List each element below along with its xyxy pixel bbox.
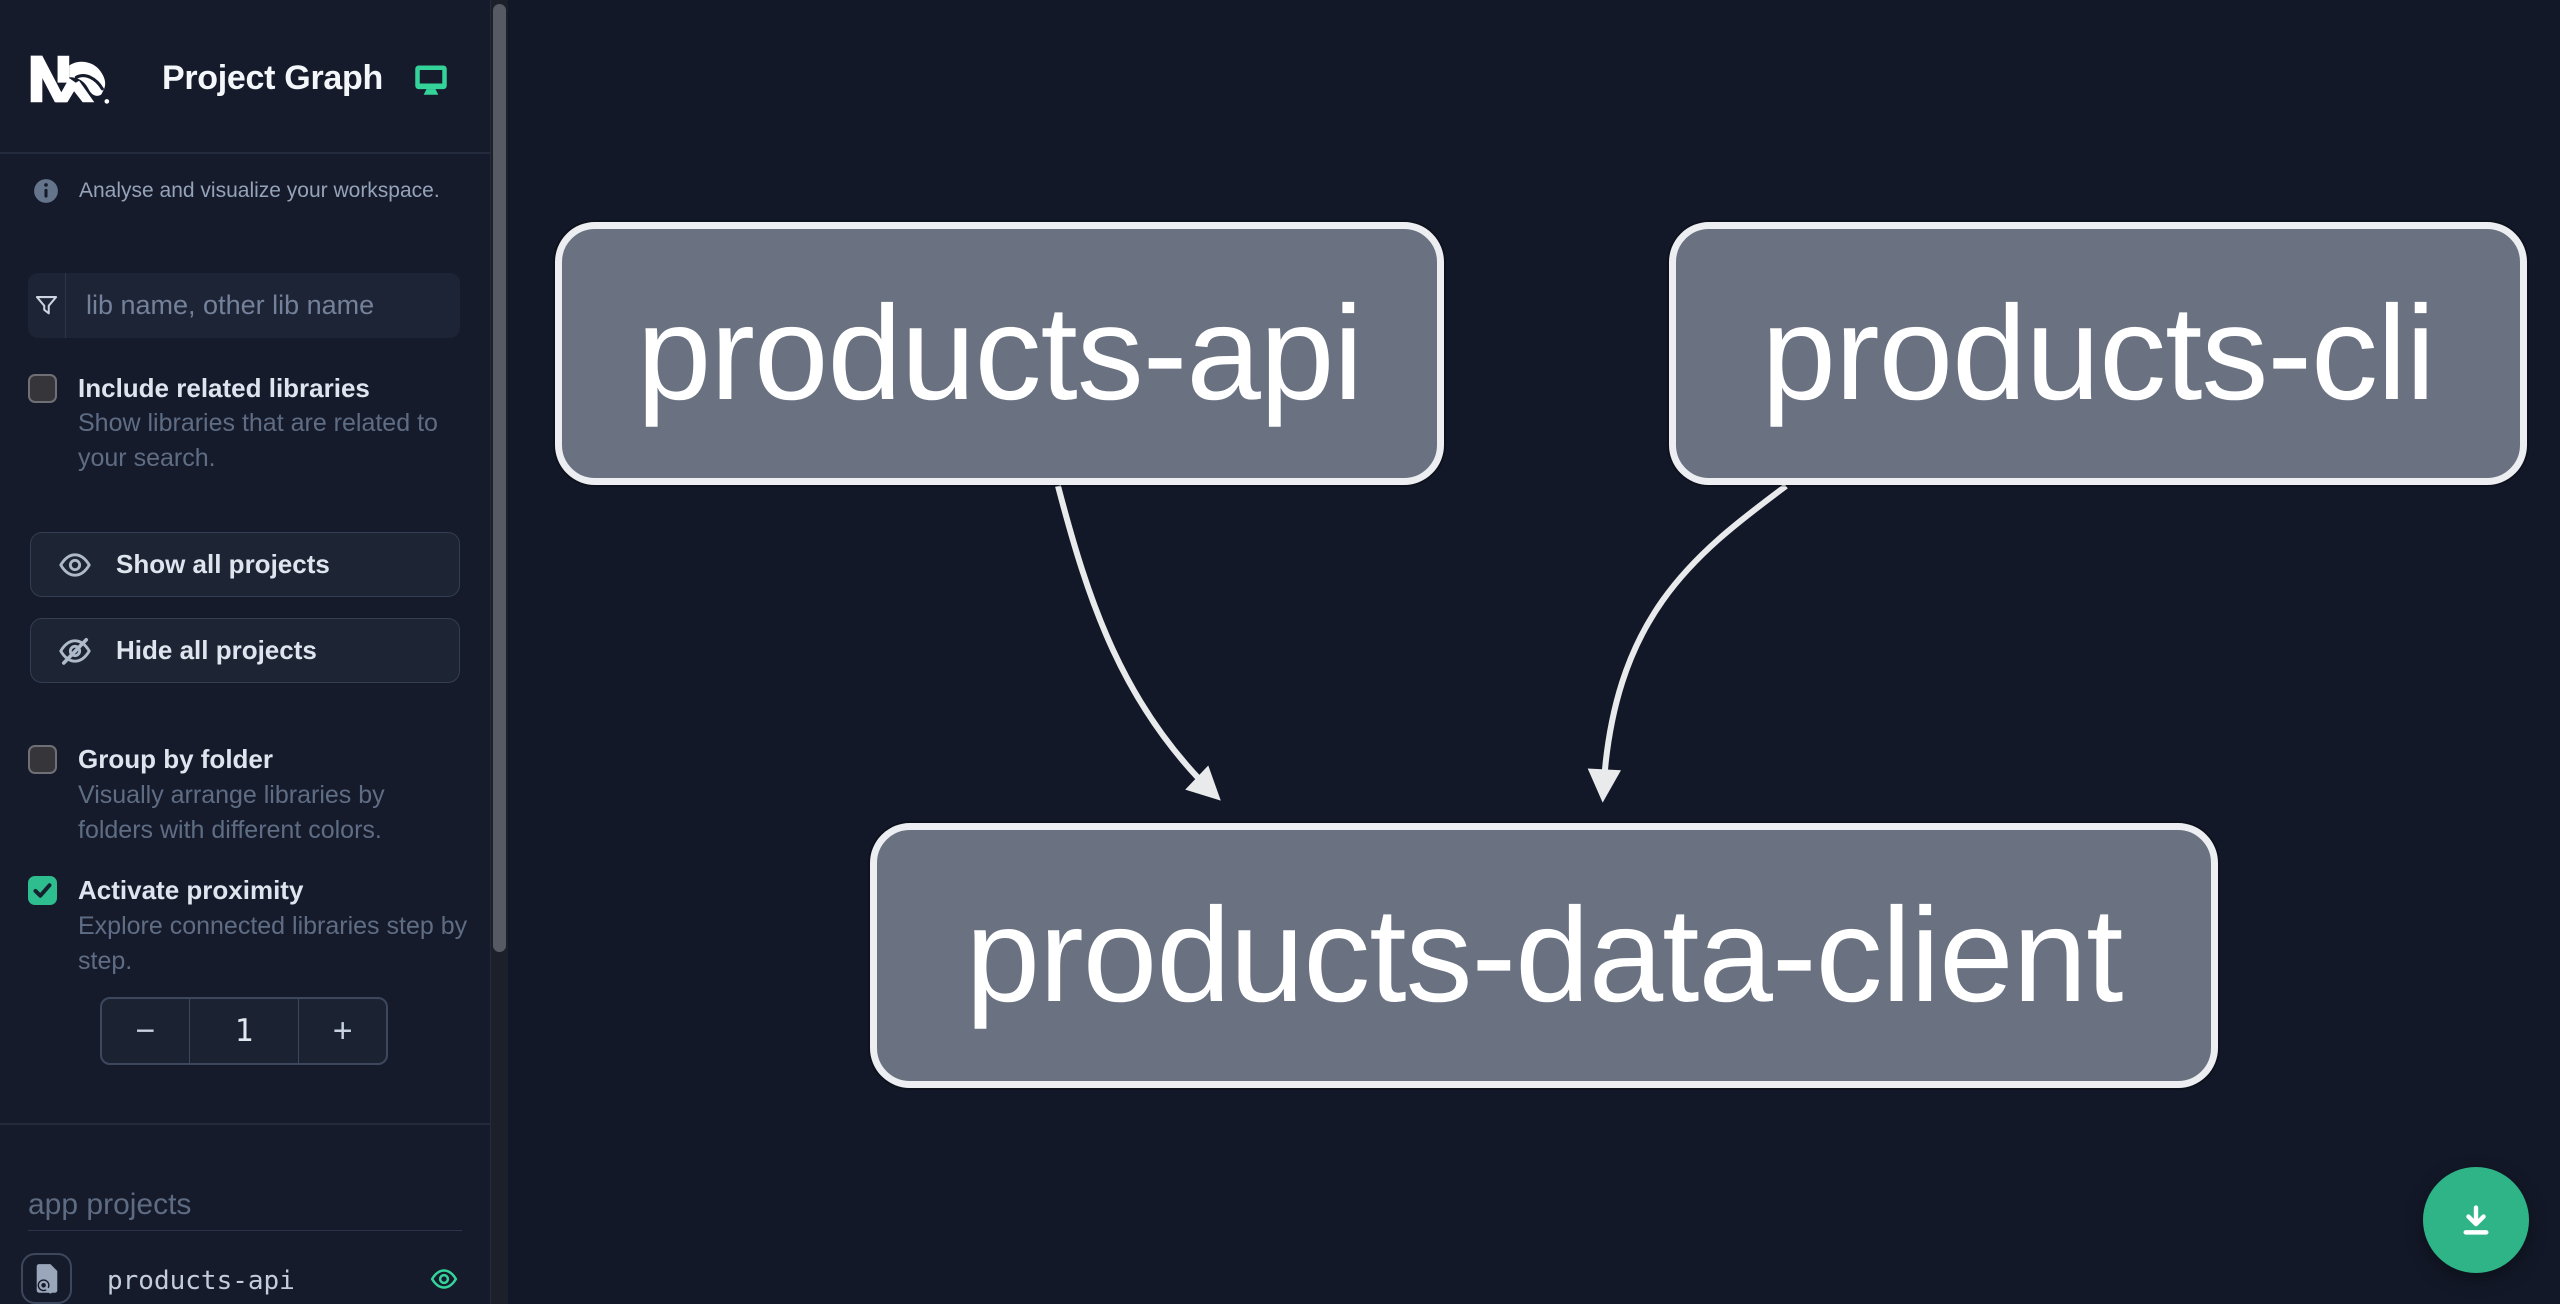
node-label: products-cli: [1761, 279, 2435, 428]
workspace-tagline: Analyse and visualize your workspace.: [33, 178, 473, 204]
hide-all-projects-button[interactable]: Hide all projects: [30, 618, 460, 683]
graph-node-products-cli[interactable]: products-cli: [1669, 222, 2527, 485]
graph-node-products-data-client[interactable]: products-data-client: [870, 823, 2218, 1088]
project-list-divider: [0, 1123, 508, 1125]
focus-project-button[interactable]: [21, 1253, 72, 1304]
activate-proximity-description: Explore connected libraries step by step…: [78, 912, 468, 975]
project-doc-icon: [36, 1263, 57, 1294]
include-related-checkbox[interactable]: [28, 374, 57, 403]
sidebar-scrollbar-thumb[interactable]: [493, 4, 506, 952]
sidebar-scrollbar-track: [490, 0, 508, 1304]
show-all-projects-button[interactable]: Show all projects: [30, 532, 460, 597]
filter-icon-cell: [28, 273, 66, 338]
activate-proximity-label[interactable]: Activate proximity: [78, 875, 304, 905]
proximity-stepper: − 1 +: [100, 997, 388, 1065]
download-graph-button[interactable]: [2423, 1167, 2529, 1273]
proximity-increment-button[interactable]: +: [298, 999, 386, 1063]
project-name: products-api: [107, 1266, 295, 1296]
include-related-label[interactable]: Include related libraries: [78, 373, 370, 403]
page-title: Project Graph: [162, 59, 383, 97]
sidebar: Project Graph Analyse and visualize your…: [0, 0, 508, 1304]
library-filter: [28, 273, 460, 338]
filter-input[interactable]: [66, 273, 460, 338]
funnel-icon: [35, 296, 58, 315]
monitor-icon[interactable]: [413, 61, 449, 97]
show-all-projects-label: Show all projects: [116, 549, 330, 579]
node-label: products-api: [636, 279, 1363, 428]
hide-all-projects-label: Hide all projects: [116, 635, 317, 665]
download-icon: [2463, 1205, 2489, 1235]
header-divider: [0, 152, 508, 154]
group-by-folder-description: Visually arrange libraries by folders wi…: [78, 781, 385, 844]
graph-node-products-api[interactable]: products-api: [555, 222, 1444, 485]
edge-products-api-to-data-client: [1055, 485, 1221, 801]
activate-proximity-checkbox[interactable]: [28, 876, 57, 905]
proximity-value: 1: [188, 999, 298, 1063]
proximity-decrement-button[interactable]: −: [135, 1011, 156, 1050]
group-by-folder-checkbox[interactable]: [28, 745, 57, 774]
app-projects-heading: app projects: [28, 1188, 192, 1221]
project-row-products-api: products-api: [0, 1248, 490, 1304]
include-related-description: Show libraries that are related to your …: [78, 409, 438, 472]
app-projects-underline: [28, 1230, 462, 1231]
eye-icon: [59, 552, 91, 577]
edge-products-cli-to-data-client: [1587, 483, 1788, 803]
graph-canvas[interactable]: [508, 0, 2560, 1304]
info-icon: [34, 179, 58, 203]
check-icon: [33, 883, 52, 898]
node-label: products-data-client: [965, 881, 2124, 1030]
tagline-text: Analyse and visualize your workspace.: [79, 179, 440, 202]
eye-off-icon: [59, 637, 91, 665]
nx-logo: [30, 55, 110, 104]
group-by-folder-label[interactable]: Group by folder: [78, 744, 273, 774]
project-visible-eye-icon[interactable]: [427, 1264, 461, 1294]
